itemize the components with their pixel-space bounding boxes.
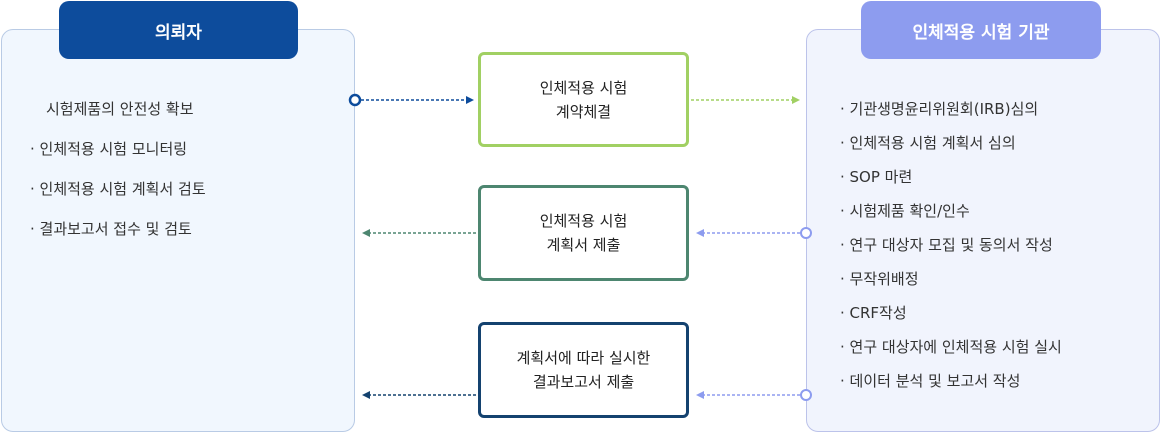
institution-item: · 기관생명윤리위원회(IRB)심의 <box>840 100 1039 118</box>
step-label-line2: 계획서 제출 <box>546 236 621 254</box>
report-submission-step-box: 계획서에 따라 실시한 결과보고서 제출 <box>478 322 689 418</box>
sponsor-list: 시험제품의 안전성 확보 · 인체적용 시험 모니터링 · 인체적용 시험 계획… <box>30 98 206 258</box>
institution-item: · 연구 대상자 모집 및 동의서 작성 <box>840 236 1053 254</box>
arrow-plan-to-sponsor <box>362 229 476 237</box>
step-label-line1: 계획서에 따라 실시한 <box>516 349 651 367</box>
institution-panel <box>806 29 1160 432</box>
step-label-line1: 인체적용 시험 <box>539 78 628 97</box>
institution-item: · SOP 마련 <box>840 168 913 186</box>
plan-submission-step-box: 인체적용 시험 계획서 제출 <box>478 185 689 281</box>
arrow-report-to-sponsor <box>362 391 476 399</box>
institution-title: 인체적용 시험 기관 <box>861 1 1101 59</box>
step-label-line1: 인체적용 시험 <box>539 212 628 230</box>
institution-item: · 무작위배정 <box>840 270 919 288</box>
sponsor-item: · 인체적용 시험 계획서 검토 <box>30 180 206 198</box>
institution-item: · 데이터 분석 및 보고서 작성 <box>840 372 1021 390</box>
arrow-institution-to-plan <box>696 227 812 239</box>
institution-item: · 연구 대상자에 인체적용 시험 실시 <box>840 338 1062 356</box>
sponsor-item: · 결과보고서 접수 및 검토 <box>30 220 192 238</box>
institution-item: · 시험제품 확인/인수 <box>840 202 970 220</box>
step-label-line2: 계약체결 <box>555 102 612 121</box>
arrow-institution-to-report <box>696 389 812 401</box>
arrow-sponsor-to-contract <box>348 93 474 107</box>
sponsor-title: 의뢰자 <box>59 1 298 59</box>
institution-list: · 기관생명윤리위원회(IRB)심의 · 인체적용 시험 계획서 심의 · SO… <box>840 98 1062 404</box>
step-label-line2: 결과보고서 제출 <box>532 373 635 391</box>
arrow-contract-to-institution <box>691 96 800 104</box>
sponsor-item: 시험제품의 안전성 확보 <box>46 100 194 118</box>
institution-item: · 인체적용 시험 계획서 심의 <box>840 134 1016 152</box>
institution-item: · CRF작성 <box>840 304 907 322</box>
contract-step-box: 인체적용 시험 계약체결 <box>478 52 689 147</box>
sponsor-panel <box>1 29 355 432</box>
sponsor-item: · 인체적용 시험 모니터링 <box>30 140 188 158</box>
